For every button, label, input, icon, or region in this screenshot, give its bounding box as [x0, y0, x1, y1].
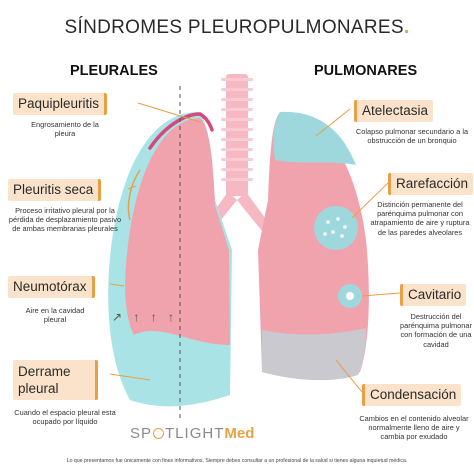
right-lung — [258, 112, 369, 378]
pleura-thickening — [148, 112, 214, 150]
tag-cavitario: Cavitario — [400, 284, 467, 306]
tag-derrame-line1: Derrame — [18, 364, 71, 379]
connector-lines — [109, 102, 401, 393]
desc-neumotorax: Aire en la cavidad pleural — [25, 306, 85, 325]
tag-derrame-pleural: Derrame pleural — [13, 360, 98, 400]
page-title: SÍNDROMES PLEUROPULMONARES. — [64, 17, 410, 38]
desc-paquipleuritis: Engrosamiento de la pleura — [31, 120, 99, 139]
footer-disclaimer: Lo que presentamos fue únicamente con fi… — [66, 458, 408, 464]
column-heading-pulmonares: PULMONARES — [314, 63, 418, 79]
tag-condensacion: Condensación — [362, 384, 462, 406]
desc-cavitario: Destrucción del parénquima pulmonar con … — [400, 312, 472, 349]
rarefaction-dots — [323, 217, 347, 238]
left-lung — [125, 118, 230, 345]
desc-derrame-pleural: Cuando el espacio pleural esta ocupado p… — [14, 408, 116, 427]
desc-condensacion: Cambios en el contenido alveolar normalm… — [359, 414, 469, 442]
tag-derrame-line2: pleural — [18, 381, 59, 396]
desc-atelectasia: Colapso pulmonar secundario a la obstruc… — [355, 127, 469, 146]
desc-pleuritis-seca: Proceso irritativo pleural por la pérdid… — [8, 206, 122, 234]
tag-pleuritis-seca: Pleuritis seca — [8, 179, 102, 201]
tag-neumotorax: Neumotórax — [8, 276, 95, 298]
logo-ring-icon — [153, 428, 165, 439]
cavity-center — [346, 292, 354, 300]
tag-atelectasia: Atelectasia — [354, 100, 434, 122]
tag-rarefaccion: Rarefacción — [388, 173, 474, 195]
rarefaction-zone — [314, 206, 358, 250]
pleuritis-line — [127, 169, 141, 221]
condensation-zone — [262, 328, 366, 381]
desc-rarefaccion: Distinción permanente del parénquima pul… — [370, 200, 470, 237]
tag-paquipleuritis: Paquipleuritis — [13, 93, 108, 115]
atelectasis-zone — [273, 111, 356, 165]
column-heading-pleurales: PLEURALES — [70, 63, 158, 79]
pneumothorax-arrows: ↗ ↑ ↑ ↑ — [112, 310, 179, 324]
